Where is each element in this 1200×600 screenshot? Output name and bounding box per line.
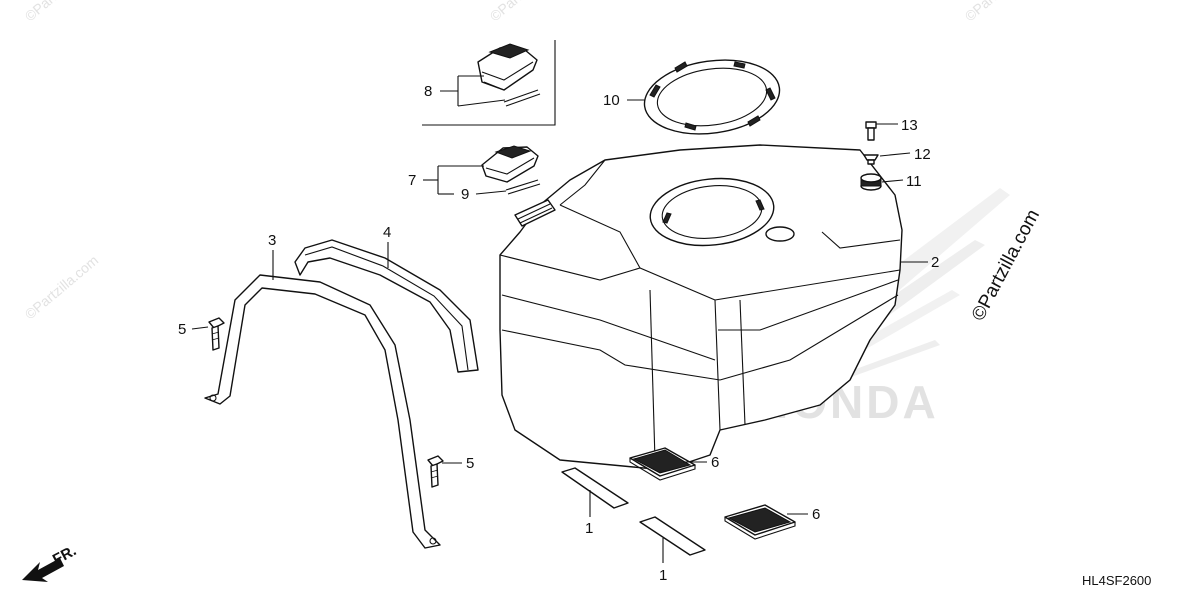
callout-1: 1 bbox=[659, 567, 667, 584]
bolt-5-lower bbox=[427, 455, 444, 488]
callout-3: 3 bbox=[268, 232, 276, 249]
collar-12 bbox=[863, 154, 879, 165]
tank-lock-ring-10 bbox=[643, 59, 781, 135]
callout-6: 6 bbox=[711, 454, 719, 471]
callout-11: 11 bbox=[906, 173, 922, 190]
rubber-strip-4 bbox=[294, 239, 479, 373]
callout-labels: 1 1 2 3 4 5 5 6 6 7 8 9 10 11 12 13 bbox=[178, 83, 939, 584]
callout-10: 10 bbox=[603, 92, 620, 109]
brand-watermark: ©Partzilla.com bbox=[962, 0, 1042, 24]
callout-1: 1 bbox=[585, 520, 593, 537]
callout-6: 6 bbox=[812, 506, 820, 523]
bolt-5-upper bbox=[208, 317, 225, 351]
fuel-cap-7 bbox=[481, 145, 541, 195]
bolt-13 bbox=[865, 121, 877, 141]
tape-strip-1-lower bbox=[639, 516, 706, 556]
callout-5: 5 bbox=[178, 321, 186, 338]
fuel-cap-assembly-8 bbox=[477, 43, 541, 107]
inset-frame bbox=[422, 40, 556, 126]
callout-2: 2 bbox=[931, 254, 939, 271]
callout-4: 4 bbox=[383, 224, 391, 241]
brand-watermark: ©Partzilla.com bbox=[22, 0, 102, 24]
diagram-code: HL4SF2600 bbox=[1082, 573, 1151, 588]
pad-6-lower bbox=[724, 504, 796, 540]
partzilla-brand-text: ©Partzilla.com bbox=[968, 206, 1044, 324]
leader-lines bbox=[191, 75, 928, 563]
callout-8: 8 bbox=[424, 83, 432, 100]
front-direction-arrow: FR. bbox=[22, 542, 79, 582]
grommet-11 bbox=[860, 173, 882, 191]
callout-13: 13 bbox=[901, 117, 918, 134]
fuel-tank-2 bbox=[499, 144, 903, 471]
callout-5: 5 bbox=[466, 455, 474, 472]
callout-9: 9 bbox=[461, 186, 469, 203]
callout-7: 7 bbox=[408, 172, 416, 189]
brand-watermark: ©Partzilla.com bbox=[22, 252, 102, 322]
brand-watermark: ©Partzilla.com bbox=[487, 0, 567, 24]
callout-12: 12 bbox=[914, 146, 931, 163]
pad-6-upper bbox=[629, 447, 696, 481]
tape-strip-1-upper bbox=[561, 467, 629, 509]
tank-band-3 bbox=[204, 274, 441, 549]
